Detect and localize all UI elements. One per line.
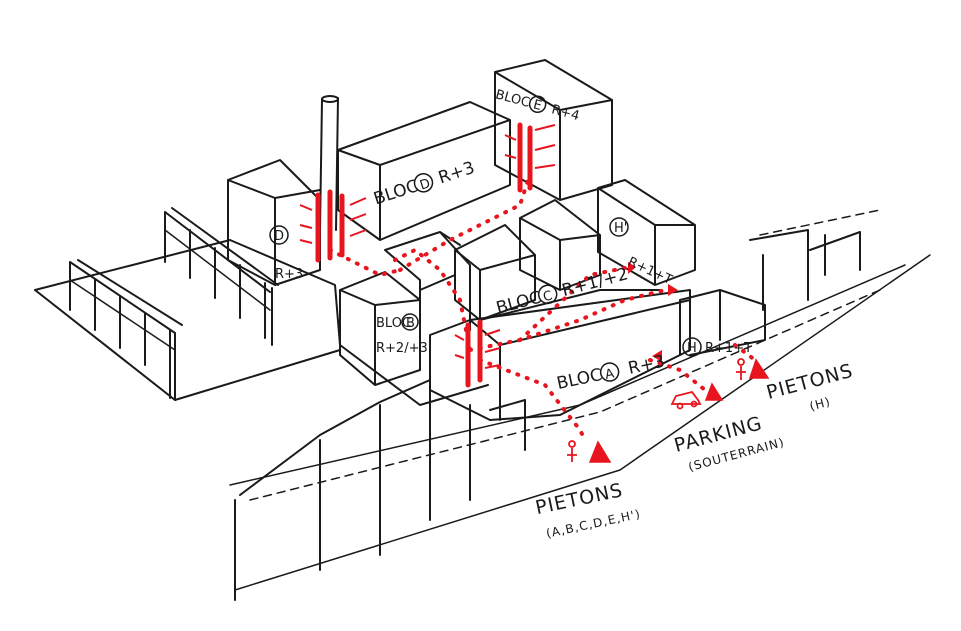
circulation-paths — [328, 178, 757, 442]
parking-annotation: PARKING (SOUTERRAIN) — [672, 412, 786, 474]
svg-text:R+3: R+3 — [275, 267, 303, 282]
svg-text:H: H — [687, 341, 697, 356]
pedestrians-h-annotation: PIETONS (H) — [764, 360, 856, 414]
svg-text:(H): (H) — [808, 394, 832, 413]
bloc-d — [337, 101, 511, 241]
svg-text:BLOC: BLOC — [555, 365, 604, 394]
bloc-c-label: BLOC C R+1/+2 — [494, 264, 630, 318]
bloc-h-prime — [597, 179, 696, 286]
svg-text:R+4: R+4 — [550, 102, 581, 124]
svg-text:H': H' — [614, 221, 627, 236]
bloc-c — [419, 199, 661, 321]
svg-text:C: C — [542, 288, 555, 305]
vertical-circulation-icon — [315, 122, 533, 388]
car-icon — [670, 390, 702, 410]
svg-text:R+1+T: R+1+T — [705, 341, 752, 356]
bloc-d-label: BLOC D R+3 — [371, 158, 477, 209]
circulation-arrowheads — [628, 262, 678, 362]
svg-text:R+2/+3: R+2/+3 — [376, 341, 428, 356]
svg-text:PIETONS: PIETONS — [764, 360, 856, 404]
svg-text:R+3: R+3 — [436, 158, 477, 188]
vertical-circulation-arrows — [299, 124, 556, 369]
svg-text:BLOC: BLOC — [371, 176, 421, 209]
svg-text:A: A — [604, 366, 616, 383]
bloc-b-label: BLOC B R+2/+3 — [376, 313, 428, 356]
bloc-h-label: H R+1+T — [682, 337, 752, 357]
pergola-left — [69, 207, 279, 401]
svg-text:D: D — [274, 229, 284, 244]
pedestrian-icon — [567, 358, 746, 462]
pedestrians-main-annotation: PIETONS (A,B,C,D,E,H') — [533, 479, 642, 540]
bloc-e — [494, 59, 613, 201]
foreground-buildings — [234, 209, 881, 601]
svg-text:B: B — [406, 316, 415, 331]
bloc-h — [679, 289, 766, 356]
bloc-a-label: BLOC A R+3 — [555, 352, 667, 394]
bloc-d-small — [227, 159, 321, 286]
bloc-d-small-label: D R+3 — [269, 225, 303, 282]
ground-plane — [34, 239, 931, 591]
svg-text:E: E — [531, 97, 543, 114]
svg-text:R+3: R+3 — [626, 352, 666, 379]
svg-text:R+1/+2: R+1/+2 — [560, 264, 631, 301]
cone-icon — [588, 358, 770, 463]
